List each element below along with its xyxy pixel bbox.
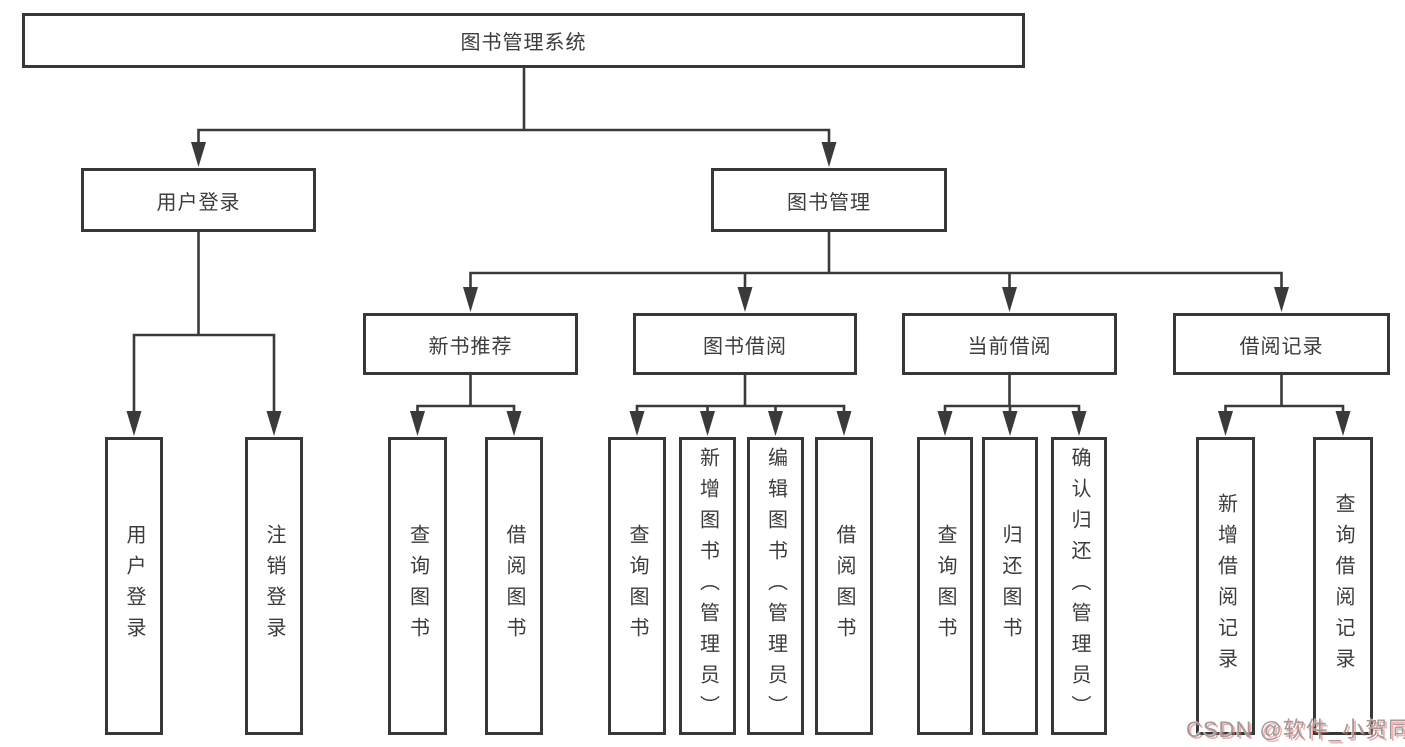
node-label: 当前借阅 bbox=[967, 335, 1052, 358]
node-label: 查询借阅记录 bbox=[1332, 493, 1354, 679]
leaf-current-query-books: 查询图书 bbox=[917, 437, 973, 735]
node-label: 图书管理 bbox=[787, 191, 871, 214]
connector-book-borrowing bbox=[629, 372, 852, 436]
node-label: 归还图书 bbox=[999, 524, 1021, 648]
node-label: 查询图书 bbox=[406, 524, 429, 648]
node-label: 注销登录 bbox=[263, 524, 285, 648]
node-label: 图书管理系统 bbox=[460, 32, 587, 54]
node-label: 借阅记录 bbox=[1239, 335, 1324, 358]
node-current-borrowing: 当前借阅 bbox=[902, 313, 1117, 375]
connector-book-management bbox=[463, 230, 1289, 312]
node-label: 用户登录 bbox=[156, 191, 241, 214]
node-label: 新增借阅记录 bbox=[1214, 493, 1237, 679]
node-label: 借阅图书 bbox=[833, 524, 855, 648]
leaf-borrowing-borrow-books: 借阅图书 bbox=[815, 437, 873, 735]
node-label: 新增图书（管理员） bbox=[696, 446, 719, 726]
node-label: 借阅图书 bbox=[503, 524, 525, 648]
leaf-user-login: 用户登录 bbox=[105, 437, 163, 735]
node-label: 新书推荐 bbox=[428, 335, 513, 358]
node-label: 用户登录 bbox=[123, 524, 145, 648]
node-label: 查询图书 bbox=[626, 524, 648, 648]
connector-borrowing-records bbox=[1218, 373, 1351, 436]
node-borrowing-records: 借阅记录 bbox=[1173, 313, 1390, 375]
node-label: 确认归还（管理员） bbox=[1068, 446, 1090, 726]
leaf-edit-books-admin: 编辑图书（管理员） bbox=[747, 437, 804, 735]
node-label: 图书借阅 bbox=[703, 335, 787, 358]
node-book-management: 图书管理 bbox=[711, 168, 947, 232]
csdn-watermark: CSDN @软件_小贺同学 bbox=[1186, 717, 1405, 742]
leaf-borrowing-query-books: 查询图书 bbox=[608, 437, 666, 735]
node-book-borrowing: 图书借阅 bbox=[633, 313, 857, 375]
leaf-recommend-borrow-books: 借阅图书 bbox=[485, 437, 543, 735]
connector-current-borrowing bbox=[937, 374, 1087, 436]
node-library-management-system: 图书管理系统 bbox=[22, 13, 1025, 68]
leaf-query-borrow-record: 查询借阅记录 bbox=[1313, 437, 1373, 735]
leaf-add-borrow-record: 新增借阅记录 bbox=[1196, 437, 1255, 735]
node-user-login: 用户登录 bbox=[81, 168, 316, 232]
connector-new-book-recommend bbox=[410, 373, 522, 436]
leaf-add-books-admin: 新增图书（管理员） bbox=[679, 437, 736, 735]
leaf-recommend-query-books: 查询图书 bbox=[388, 437, 447, 735]
leaf-confirm-return-admin: 确认归还（管理员） bbox=[1051, 437, 1107, 735]
connector-root bbox=[191, 66, 837, 167]
node-label: 编辑图书（管理员） bbox=[764, 446, 787, 726]
leaf-return-books: 归还图书 bbox=[982, 437, 1038, 735]
leaf-logout: 注销登录 bbox=[245, 437, 303, 735]
connector-user-login bbox=[126, 230, 282, 436]
node-new-book-recommend: 新书推荐 bbox=[363, 313, 578, 375]
node-label: 查询图书 bbox=[934, 524, 956, 648]
